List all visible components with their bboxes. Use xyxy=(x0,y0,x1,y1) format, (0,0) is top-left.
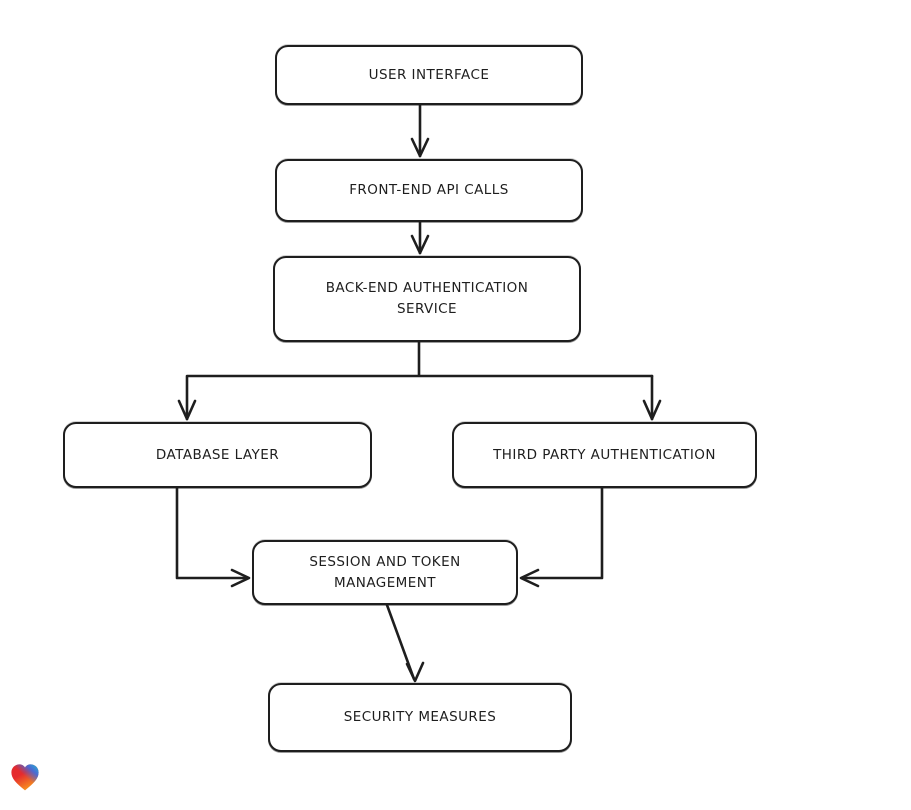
node-label: DATABASE LAYER xyxy=(155,446,280,463)
arrow-database-layer-to-session-and-token-management xyxy=(175,486,251,588)
node-front-end-api-calls: FRONT-END API CALLS xyxy=(275,159,583,222)
node-label: FRONT-END API CALLS xyxy=(349,182,509,199)
node-label-line-2: SERVICE xyxy=(396,301,458,317)
arrow-session-and-token-management-to-security-measures xyxy=(385,603,425,683)
node-database-layer: DATABASE LAYER xyxy=(63,422,372,488)
node-label: THIRD PARTY AUTHENTICATION xyxy=(493,446,716,463)
arrow-third-party-authentication-to-session-and-token-management xyxy=(519,486,604,588)
arrow-user-interface-to-front-end-api-calls xyxy=(410,103,430,158)
node-label-line-2: MANAGEMENT xyxy=(334,574,436,591)
node-back-end-authentication-service: BACK-END AUTHENTICATION SERVICE xyxy=(273,256,581,342)
node-label-line-1: SESSION AND TOKEN xyxy=(309,553,461,570)
node-label-line-1: BACK-END AUTHENTICATION xyxy=(325,280,529,297)
node-security-measures: SECURITY MEASURES xyxy=(268,683,572,752)
node-label: USER INTERFACE xyxy=(368,66,490,83)
arrow-back-end-authentication-service-to-database-layer xyxy=(177,340,654,421)
heart-shape-overlay xyxy=(11,764,39,791)
node-user-interface: USER INTERFACE xyxy=(275,45,583,105)
node-third-party-authentication: THIRD PARTY AUTHENTICATION xyxy=(452,422,757,488)
arrow-back-end-authentication-service-to-third-party-authentication xyxy=(642,374,662,421)
arrow-front-end-api-calls-to-back-end-authentication-service xyxy=(410,220,430,255)
node-label: SECURITY MEASURES xyxy=(343,709,497,726)
node-session-and-token-management: SESSION AND TOKEN MANAGEMENT xyxy=(252,540,518,605)
whimsical-heart-logo[interactable] xyxy=(8,760,42,794)
